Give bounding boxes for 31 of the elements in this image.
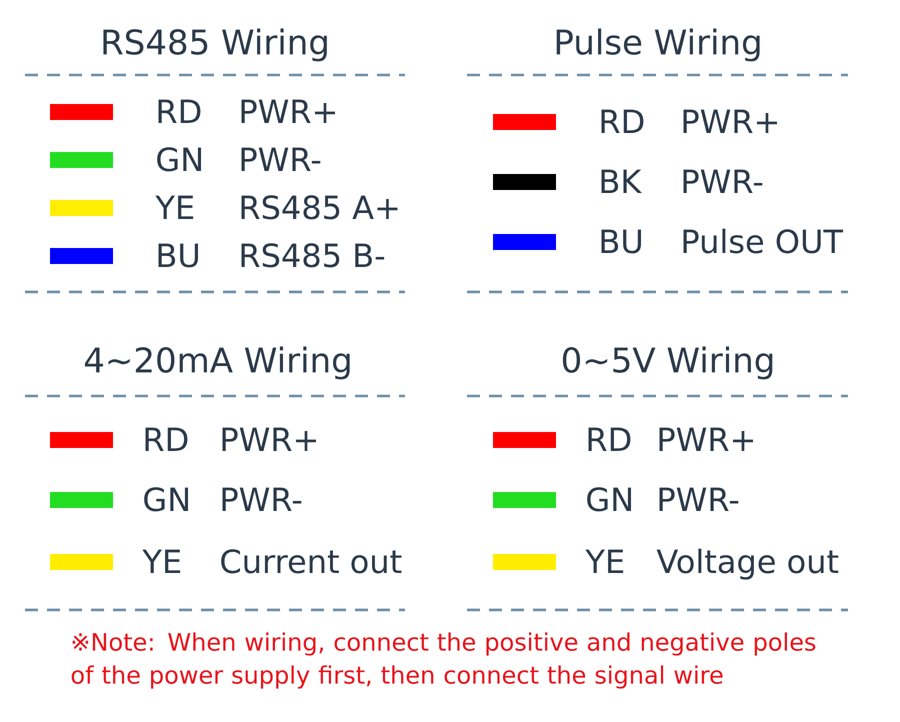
section-title: 4~20mA Wiring: [84, 346, 350, 380]
wire-code: RD: [588, 428, 630, 451]
wire-code: GN: [144, 487, 188, 512]
wire-code: RD: [146, 428, 188, 451]
section-title: RS485 Wiring: [103, 28, 327, 62]
wire-code: YE: [585, 550, 624, 573]
wire-code: BU: [602, 230, 641, 254]
wire-function: PWR-: [222, 488, 302, 511]
wire-function: Voltage out: [656, 548, 838, 580]
wire-function: PWR+: [684, 110, 778, 133]
section-title: Pulse Wiring: [556, 28, 760, 62]
wire-function: PWR-: [242, 148, 320, 171]
wire-function: PWR-: [660, 488, 738, 511]
wire-code: GN: [587, 487, 631, 512]
wire-function: PWR-: [684, 170, 762, 193]
wire-function: PWR+: [660, 428, 754, 451]
wire-function: Pulse OUT: [684, 228, 844, 254]
wire-code: YE: [155, 196, 194, 219]
wire-code: RD: [602, 110, 644, 133]
wire-function: PWR+: [222, 428, 316, 451]
section-title: 0~5V Wiring: [562, 346, 772, 380]
wire-code: BK: [602, 170, 642, 193]
wire-function: RS485 A+: [242, 195, 398, 220]
wire-code: YE: [142, 550, 180, 573]
note-text: ※Note: When wiring, connect the positive and negative poles of the power supply first, then connect the signal wire: [72, 632, 816, 689]
wire-function: PWR+: [242, 100, 336, 123]
wire-code: RD: [158, 100, 200, 123]
wire-function: Current out: [221, 549, 402, 574]
wire-function: RS485 B-: [242, 243, 384, 268]
wire-code: GN: [157, 147, 201, 172]
wire-code: BU: [158, 244, 198, 268]
